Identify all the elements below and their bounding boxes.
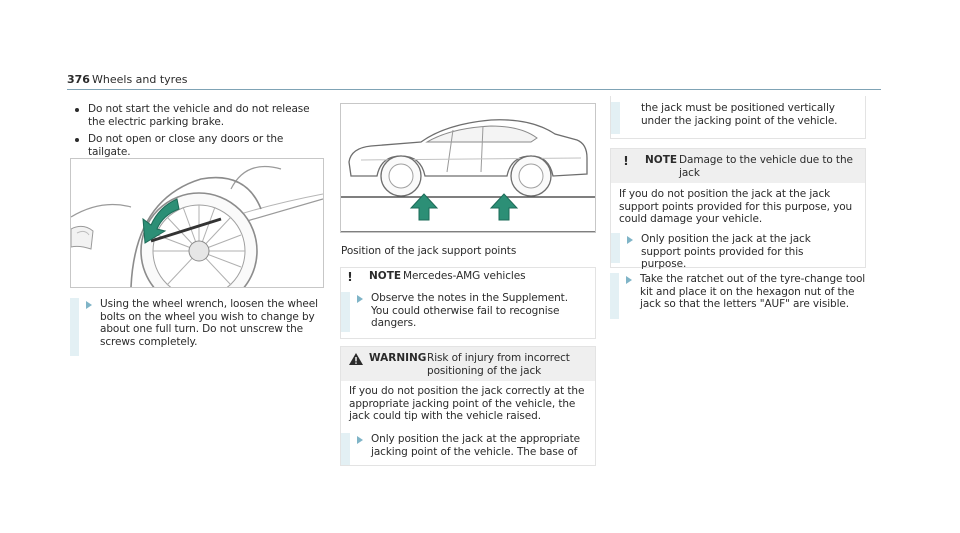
note-header: ! NOTE Mercedes-AMG vehicles bbox=[341, 268, 595, 286]
step-arrow-icon bbox=[357, 436, 363, 444]
warning-header: WARNING Risk of injury from incorrect po… bbox=[341, 347, 595, 381]
bullet-dot-icon bbox=[75, 108, 79, 112]
wheel-wrench-illustration bbox=[70, 158, 324, 310]
warning-step: Only position the jack at the appropriat… bbox=[341, 433, 591, 465]
figure-caption: Position of the jack support points bbox=[341, 245, 517, 257]
step-place-ratchet: Take the ratchet out of the tyre-change … bbox=[610, 273, 866, 319]
note-title: Mercedes-AMG vehicles bbox=[403, 270, 526, 282]
step-text: Only position the jack at the jack suppo… bbox=[641, 233, 811, 270]
step-arrow-icon bbox=[626, 276, 632, 284]
warning-continuation: the jack must be positioned vertically u… bbox=[610, 96, 866, 139]
continued-step: the jack must be positioned vertically u… bbox=[611, 102, 861, 134]
note-label: NOTE bbox=[369, 270, 402, 282]
note-step: Only position the jack at the jack suppo… bbox=[611, 233, 861, 270]
step-bar bbox=[70, 298, 79, 356]
note-jack-damage: ! NOTE Damage to the vehicle due to the … bbox=[610, 148, 866, 270]
header-divider bbox=[67, 89, 881, 90]
section-title: Wheels and tyres bbox=[92, 73, 188, 86]
precaution-list: Do not start the vehicle and do not rele… bbox=[72, 103, 324, 163]
warning-body: If you do not position the jack correctl… bbox=[349, 385, 585, 422]
bullet-dot-icon bbox=[75, 138, 79, 142]
step-arrow-icon bbox=[627, 236, 633, 244]
warning-icon bbox=[349, 353, 363, 365]
note-body: If you do not position the jack at the j… bbox=[619, 188, 853, 225]
note-step: Observe the notes in the Supplement. You… bbox=[341, 292, 591, 332]
note-title: Damage to the vehicle due to the jack bbox=[679, 154, 853, 179]
step-bar bbox=[611, 233, 620, 263]
step-bar bbox=[610, 273, 619, 319]
warning-label: WARNING bbox=[369, 352, 427, 364]
step-text: Observe the notes in the Supplement. You… bbox=[371, 292, 568, 329]
warning-incorrect-jack: WARNING Risk of injury from incorrect po… bbox=[340, 346, 596, 466]
step-text: Only position the jack at the appropriat… bbox=[371, 433, 580, 458]
step-text: the jack must be positioned vertically u… bbox=[641, 102, 838, 127]
notice-icon: ! bbox=[623, 154, 629, 168]
step-loosen-wheel-bolts: Using the wheel wrench, loosen the wheel… bbox=[70, 298, 324, 356]
list-item: Do not open or close any doors or the ta… bbox=[72, 133, 324, 158]
notice-icon: ! bbox=[347, 270, 353, 284]
step-arrow-icon bbox=[357, 295, 363, 303]
step-bar bbox=[341, 292, 350, 332]
step-text: Using the wheel wrench, loosen the wheel… bbox=[100, 298, 318, 348]
note-label: NOTE bbox=[645, 154, 678, 166]
car-side-svg bbox=[341, 119, 595, 233]
jack-points-illustration bbox=[340, 103, 596, 233]
wheel-illustration-svg bbox=[70, 165, 324, 310]
note-mercedes-amg: ! NOTE Mercedes-AMG vehicles Observe the… bbox=[340, 267, 596, 339]
list-item: Do not start the vehicle and do not rele… bbox=[72, 103, 324, 128]
step-bar bbox=[341, 433, 350, 465]
warning-title: Risk of injury from incorrect positionin… bbox=[427, 352, 570, 377]
step-text: Take the ratchet out of the tyre-change … bbox=[640, 273, 866, 310]
step-bar bbox=[611, 102, 620, 134]
note-header: ! NOTE Damage to the vehicle due to the … bbox=[611, 149, 865, 183]
step-arrow-icon bbox=[86, 301, 92, 309]
page-number: 376 bbox=[67, 73, 90, 86]
